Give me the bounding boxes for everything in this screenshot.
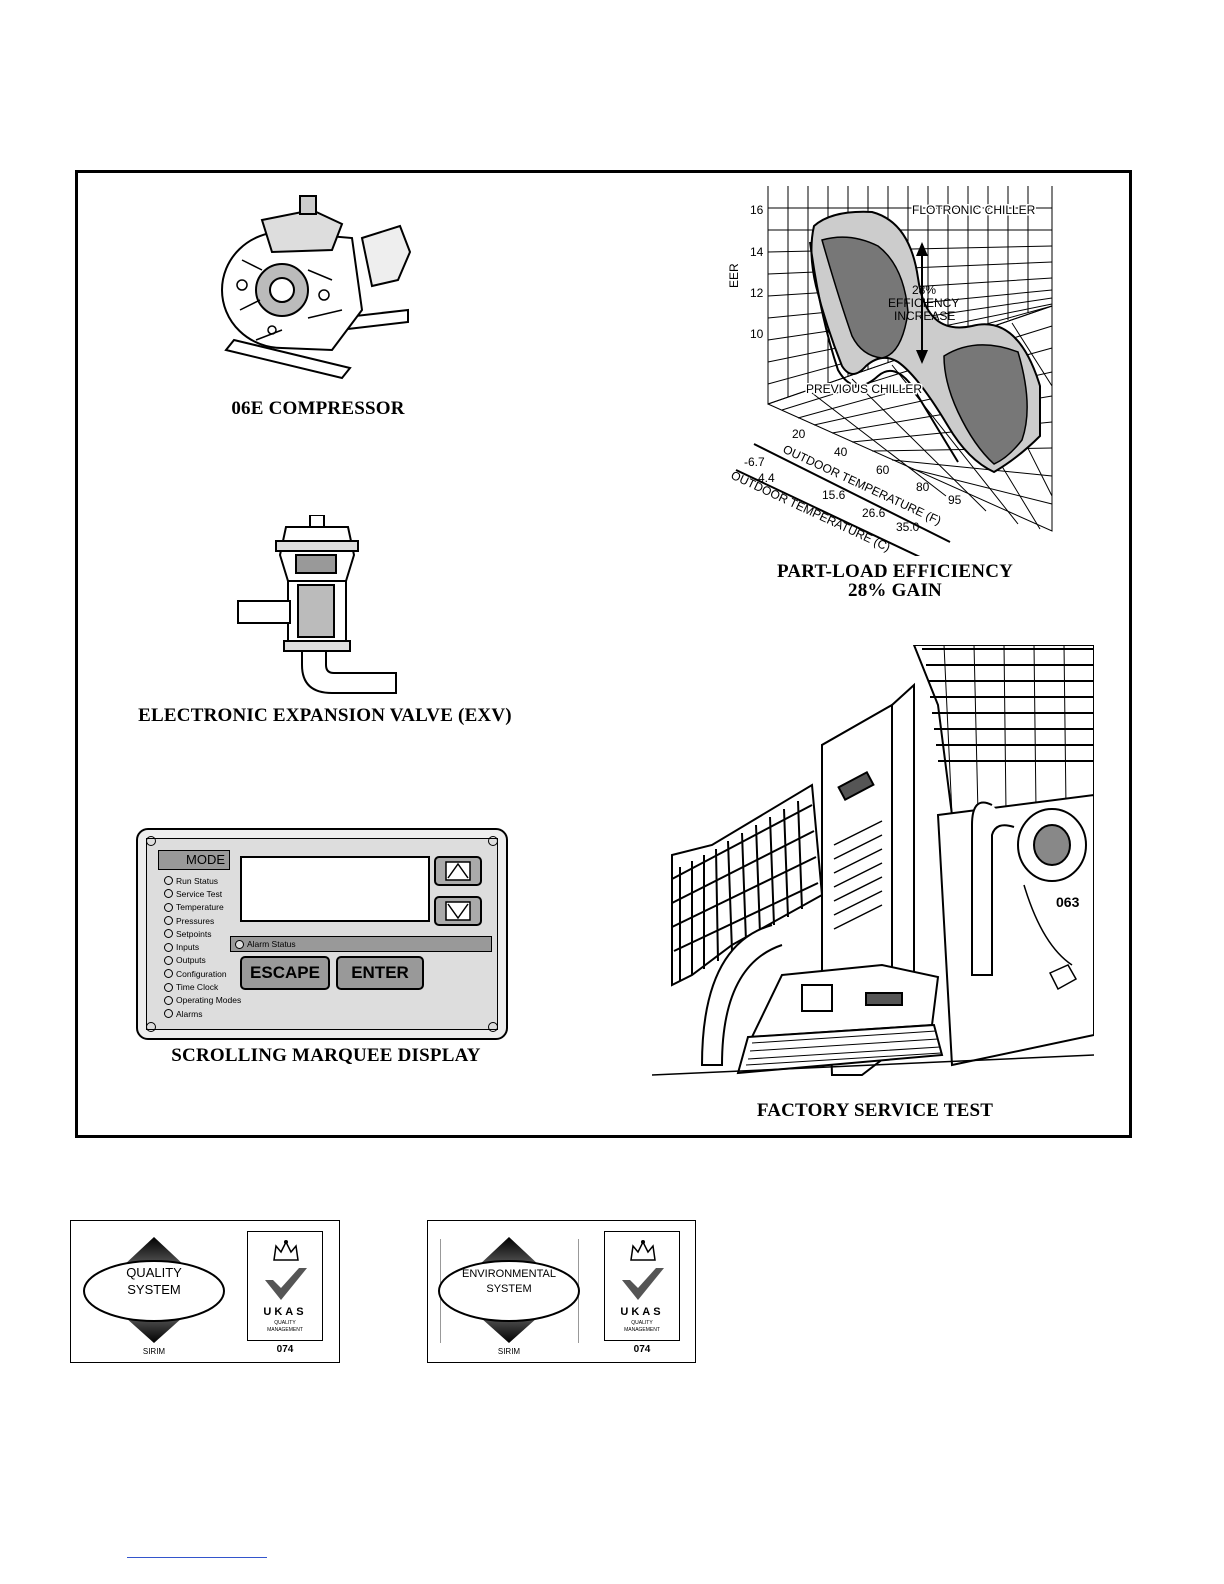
- down-arrow-button[interactable]: [434, 896, 482, 926]
- celsius-tick: 26.6: [862, 506, 886, 520]
- down-arrow-icon: [445, 901, 471, 921]
- mode-item[interactable]: Setpoints: [164, 927, 254, 940]
- corner-screw: [488, 836, 498, 846]
- compressor-caption: 06E COMPRESSOR: [231, 398, 405, 419]
- series-flotronic-label: FLOTRONIC CHILLER: [912, 203, 1036, 217]
- logo-line2: SYSTEM: [486, 1283, 532, 1295]
- quality-diamond-icon: [83, 1237, 225, 1343]
- celsius-tick: 35.0: [896, 520, 920, 534]
- factory-service-illustration: 063: [652, 645, 1094, 1076]
- logo-line1: ENVIRONMENTAL: [462, 1268, 556, 1280]
- ukas-badge: UKAS QUALITY MANAGEMENT: [604, 1231, 680, 1341]
- mode-item[interactable]: Inputs: [164, 940, 254, 953]
- fahrenheit-tick: 60: [876, 463, 890, 477]
- environmental-diamond-icon: [438, 1237, 580, 1343]
- efficiency-caption-line2: 28% GAIN: [848, 580, 942, 601]
- marquee-display: MODE Run Status Service Test Temperature…: [136, 828, 508, 1040]
- enter-button[interactable]: ENTER: [336, 956, 424, 990]
- up-arrow-icon: [445, 861, 471, 881]
- environmental-system-logo: ENVIRONMENTAL SYSTEM SIRIM UKAS QUALITY …: [427, 1220, 696, 1363]
- efficiency-annotation-line3: INCREASE: [894, 309, 955, 323]
- marquee-screen: [240, 856, 430, 922]
- tick-icon: [265, 1268, 307, 1300]
- fahrenheit-tick: 95: [948, 493, 962, 507]
- mode-list: Run Status Service Test Temperature Pres…: [164, 874, 254, 1020]
- ukas-sub2: MANAGEMENT: [267, 1327, 303, 1333]
- ukas-number: 074: [276, 1344, 294, 1355]
- escape-button[interactable]: ESCAPE: [240, 956, 330, 990]
- eer-tick: 14: [750, 245, 764, 259]
- crown-icon: [630, 1240, 656, 1261]
- ukas-badge: UKAS QUALITY MANAGEMENT: [247, 1231, 323, 1341]
- ukas-sub1: QUALITY: [274, 1320, 296, 1326]
- mode-item[interactable]: Outputs: [164, 954, 254, 967]
- celsius-tick: 15.6: [822, 488, 846, 502]
- fahrenheit-tick: 20: [792, 427, 806, 441]
- mode-item[interactable]: Alarms: [164, 1007, 254, 1020]
- tick-icon: [622, 1268, 664, 1300]
- crown-icon: [273, 1240, 299, 1261]
- alarm-status-led: [235, 939, 244, 949]
- logo-line1: QUALITY: [126, 1265, 182, 1280]
- ukas-sub2: MANAGEMENT: [624, 1327, 660, 1333]
- logo-line2: SYSTEM: [127, 1282, 181, 1297]
- alarm-status-bar: Alarm Status: [230, 936, 492, 952]
- footer-rule: [127, 1557, 267, 1558]
- fahrenheit-tick: 80: [916, 480, 930, 494]
- series-previous-label: PREVIOUS CHILLER: [806, 382, 922, 396]
- mode-item[interactable]: Service Test: [164, 887, 254, 900]
- mode-item[interactable]: Temperature: [164, 901, 254, 914]
- mode-item[interactable]: Run Status: [164, 874, 254, 887]
- eer-tick: 10: [750, 327, 764, 341]
- efficiency-3d-chart: EER 16 14 12 10 FLOTRONIC CHILLER PREVIO…: [727, 186, 1053, 556]
- eer-axis-label: EER: [727, 263, 741, 288]
- fahrenheit-tick: 40: [834, 445, 848, 459]
- quality-system-logo: QUALITY SYSTEM SIRIM UKAS QUALITY MANAGE…: [70, 1220, 340, 1363]
- ukas-sub1: QUALITY: [631, 1320, 653, 1326]
- eer-tick: 12: [750, 286, 764, 300]
- compressor-illustration: [221, 195, 412, 380]
- celsius-tick: 4.4: [758, 471, 775, 485]
- efficiency-annotation-line1: 28%: [912, 283, 936, 297]
- mode-item[interactable]: Pressures: [164, 914, 254, 927]
- efficiency-caption-line1: PART-LOAD EFFICIENCY: [776, 561, 1014, 582]
- mode-title: MODE: [158, 850, 230, 870]
- up-arrow-button[interactable]: [434, 856, 482, 886]
- ukas-number: 074: [633, 1344, 651, 1355]
- exv-caption: ELECTRONIC EXPANSION VALVE (EXV): [138, 705, 512, 726]
- eer-tick: 16: [750, 203, 764, 217]
- issuer-label: SIRIM: [497, 1347, 521, 1356]
- service-caption: FACTORY SERVICE TEST: [756, 1100, 994, 1121]
- mode-item[interactable]: Configuration: [164, 967, 254, 980]
- corner-screw: [146, 836, 156, 846]
- issuer-label: SIRIM: [142, 1347, 166, 1356]
- ukas-label: UKAS: [263, 1306, 307, 1318]
- unit-label: 063: [1056, 894, 1080, 910]
- marquee-caption: SCROLLING MARQUEE DISPLAY: [171, 1045, 481, 1066]
- mode-item[interactable]: Operating Modes: [164, 994, 254, 1007]
- ukas-label: UKAS: [620, 1306, 664, 1318]
- celsius-tick: -6.7: [744, 455, 765, 469]
- mode-item[interactable]: Time Clock: [164, 980, 254, 993]
- corner-screw: [488, 1022, 498, 1032]
- corner-screw: [146, 1022, 156, 1032]
- figure-frame: [75, 170, 1132, 1138]
- efficiency-annotation-line2: EFFICIENCY: [888, 296, 959, 310]
- alarm-status-label: Alarm Status: [247, 939, 296, 949]
- exv-illustration: [237, 515, 397, 694]
